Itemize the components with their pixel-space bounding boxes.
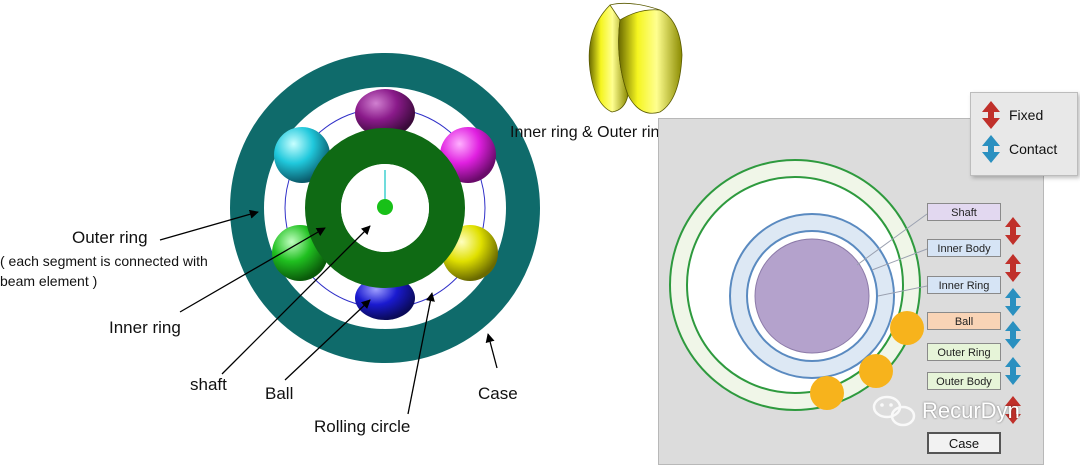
contact-arrow-icon — [1005, 321, 1021, 349]
shaft-label: shaft — [190, 375, 227, 394]
inner-ring-leader — [877, 285, 928, 297]
legend-fixed-label: Fixed — [1009, 107, 1044, 123]
model-ball — [810, 376, 844, 410]
tag-outer-body: Outer Body — [927, 372, 1001, 390]
watermark-text: RecurDyn — [922, 398, 1020, 423]
ball-blue — [355, 276, 415, 320]
outer-ring-pointer — [159, 209, 259, 241]
legend: Fixed Contact — [970, 92, 1078, 176]
contact-arrow-icon — [1005, 288, 1021, 316]
case-ring — [230, 53, 540, 363]
contact-arrow-icon — [982, 135, 1000, 163]
model-ball — [890, 311, 924, 345]
shaft-leader — [856, 213, 928, 266]
tag-inner-body: Inner Body — [927, 239, 1001, 257]
ball-label: Ball — [265, 384, 294, 403]
outer-ring-note: ( each segment is connected with beam el… — [0, 253, 208, 289]
tag-outer-ring: Outer Ring — [927, 343, 1001, 361]
shaft-circle — [754, 238, 870, 354]
case-pointer — [485, 333, 498, 369]
tag-ball: Ball — [927, 312, 1001, 330]
fixed-arrow-icon — [1005, 254, 1021, 282]
shaft-pointer — [221, 225, 371, 375]
legend-contact: Contact — [981, 133, 1057, 165]
legend-fixed: Fixed — [981, 99, 1043, 131]
fixed-arrow-icon — [982, 101, 1000, 129]
inner-body-leader — [871, 248, 928, 271]
shaft-marker — [377, 199, 393, 215]
ball-purple — [355, 89, 415, 137]
ball-pointer — [284, 299, 371, 381]
inner-ring-label: Inner ring — [109, 318, 181, 337]
fixed-arrow-icon — [1005, 217, 1021, 245]
rolling-circle-label: Rolling circle — [314, 417, 411, 436]
wechat-logo-icon — [872, 395, 916, 427]
case-label: Case — [478, 384, 518, 403]
torus-figure — [588, 2, 683, 114]
outer-ring-label: Outer ring — [72, 228, 148, 247]
model-ball — [859, 354, 893, 388]
contact-arrow-icon — [1005, 357, 1021, 385]
inner-ring — [305, 128, 465, 288]
legend-contact-label: Contact — [1009, 141, 1058, 157]
tag-shaft: Shaft — [927, 203, 1001, 221]
tag-case: Case — [927, 432, 1001, 454]
inner-ring-pointer — [179, 227, 326, 313]
tag-inner-ring: Inner Ring — [927, 276, 1001, 294]
fixed-arrow-icon — [1005, 396, 1021, 424]
rolling-circle-pointer — [407, 292, 435, 415]
